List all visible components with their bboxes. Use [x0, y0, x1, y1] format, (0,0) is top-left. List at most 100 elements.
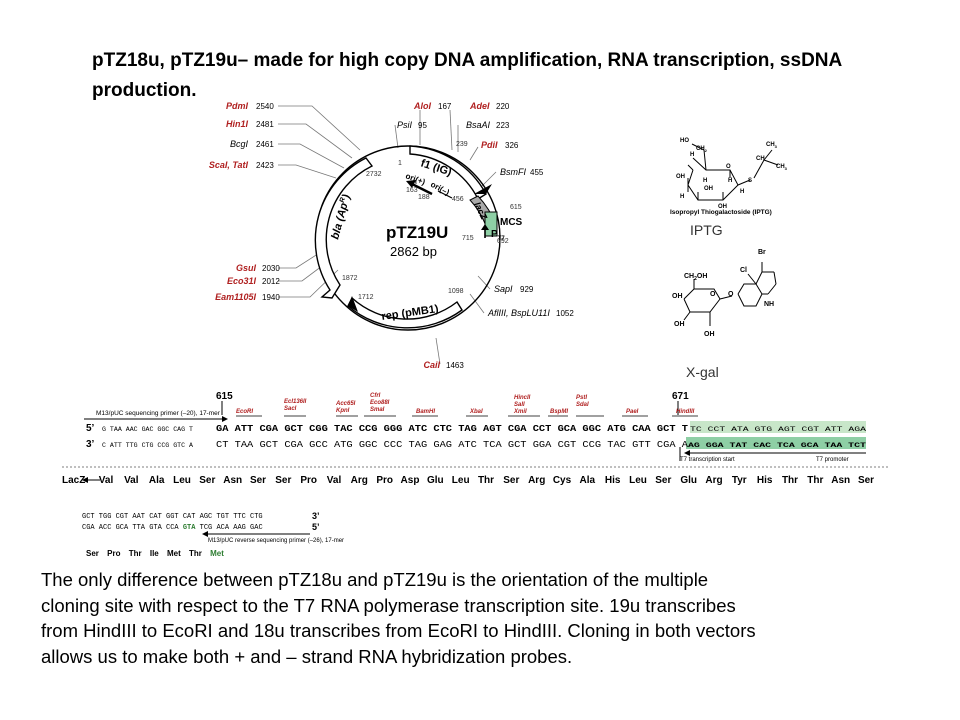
lower-line1-end: 3’ [312, 511, 320, 521]
iptg-ch3-top: CH3 [766, 142, 778, 149]
title-line-1: pTZ18u, pTZ19u– made for high copy DNA a… [92, 50, 843, 71]
site-eam1105i: Eam1105I [215, 292, 256, 302]
iptg-structure: HO CH2 O S CH3 CH CH3 H OH H H OH H H OH… [670, 138, 788, 216]
pos-715: 715 [462, 235, 474, 242]
bla-arc [314, 157, 374, 299]
site-pdii: PdiI [481, 140, 498, 150]
pos-239: 239 [456, 141, 468, 148]
mcs-pos-671: 671 [672, 391, 689, 402]
site-bcgi: BcgI [230, 139, 249, 149]
site-bsmfi: BsmFI [500, 167, 526, 177]
lower-aa-row: Ser Pro Thr Ile Met Thr Met [86, 549, 224, 558]
iptg-h5: H [680, 194, 684, 200]
site-scai: ScaI, TatI [209, 160, 249, 170]
site-afliii-pos: 1052 [556, 309, 574, 318]
pos-1098: 1098 [448, 288, 464, 295]
iptg-o-ring: O [726, 164, 731, 170]
amino-acid: Ser [250, 475, 266, 486]
amino-acid: His [605, 475, 621, 486]
explanation-line-4: allows us to make both + and – strand RN… [41, 645, 573, 667]
aa-lacz-label: LacZ [62, 475, 85, 486]
site-psii-pos: 95 [418, 121, 427, 130]
mcs-enzyme-bspmi: BspMI [550, 409, 568, 415]
explanation-line-1: The only difference between pTZ18u and p… [41, 569, 709, 590]
amino-acid: Glu [427, 475, 444, 486]
amino-acid: Arg [705, 475, 722, 486]
site-gsui-pos: 2030 [262, 264, 280, 273]
plasmid-name: pTZ19U [386, 223, 448, 242]
site-gsui: GsuI [236, 263, 257, 273]
strand5-mcs: GA ATT CGA GCT CGG TAC CCG GGG ATC CTC T… [216, 423, 689, 434]
site-pdmi: PdmI [226, 101, 249, 111]
xgal-o-link: O [728, 291, 734, 298]
slide-title: pTZ18u, pTZ19u– made for high copy DNA a… [92, 46, 932, 106]
mcs-pos-615: 615 [216, 391, 233, 402]
site-eco31i-pos: 2012 [262, 277, 280, 286]
iptg-ch: CH [756, 156, 765, 162]
amino-acid: Val [327, 475, 342, 486]
xgal-nh: NH [764, 301, 774, 308]
pos-692: 692 [497, 238, 509, 245]
site-bsaai-pos: 223 [496, 121, 510, 130]
site-bcgi-pos: 2461 [256, 140, 274, 149]
amino-acid: Arg [528, 475, 545, 486]
xgal-structure: Br Cl CH2OH OH O O OH NH OH [672, 249, 777, 338]
xgal-oh1: OH [672, 293, 683, 300]
xgal-cl: Cl [740, 267, 747, 274]
site-eco31i: Eco31I [227, 276, 257, 286]
iptg-h1: H [690, 152, 694, 158]
primer-top-label: M13/pUC sequencing primer (–20), 17-mer [96, 410, 221, 417]
iptg-ch2: CH2 [696, 146, 708, 153]
t7-promoter-label: T7 promoter [816, 457, 849, 463]
strand5-lead: G TAA AAC GAC GGC CAG T [102, 426, 193, 433]
iptg-h4: H [740, 189, 744, 195]
amino-acid: Glu [680, 475, 697, 486]
amino-acid: Leu [452, 475, 470, 486]
amino-acid: Leu [629, 475, 647, 486]
amino-acid: Asp [401, 475, 420, 486]
amino-acid: Cys [553, 475, 572, 486]
lower-line2-end: 5’ [312, 522, 320, 532]
mcs-enzyme-hindiii: HindIII [676, 409, 695, 415]
iptg-ho: HO [680, 138, 689, 144]
pos-615: 615 [510, 204, 522, 211]
iptg-oh1: OH [676, 174, 685, 180]
amino-acid: Ser [275, 475, 291, 486]
site-sapi: SapI [494, 284, 513, 294]
xgal-ch2oh: CH2OH [684, 273, 707, 282]
pos-1: 1 [398, 160, 402, 167]
amino-acid: His [757, 475, 773, 486]
site-adei-pos: 220 [496, 102, 510, 111]
mcs-enzyme-ecori: EcoRI [236, 409, 253, 415]
site-bsaai: BsaAI [466, 120, 491, 130]
amino-acid: Ala [580, 475, 596, 486]
site-hin1i: Hin1I [226, 119, 249, 129]
amino-acid: Thr [807, 475, 823, 486]
site-scai-pos: 2423 [256, 161, 274, 170]
xgal-o-ring: O [710, 291, 716, 298]
site-eam1105i-pos: 1940 [262, 293, 280, 302]
amino-acid: Ser [199, 475, 215, 486]
amino-acid: Thr [478, 475, 494, 486]
iptg-oh3: OH [718, 204, 727, 210]
site-hin1i-pos: 2481 [256, 120, 274, 129]
pos-1872: 1872 [342, 275, 358, 282]
lower-line1: GCT TGG CGT AAT CAT GGT CAT AGC TGT TTC … [82, 513, 263, 521]
amino-acid: Arg [351, 475, 368, 486]
iptg-ch3-right: CH3 [776, 164, 788, 171]
amino-acid: Val [99, 475, 114, 486]
mcs-enzyme-xbai: XbaI [469, 409, 483, 415]
amino-acid: Tyr [732, 475, 747, 486]
site-adei: AdeI [469, 101, 490, 111]
xgal-br: Br [758, 249, 766, 256]
amino-acid: Thr [782, 475, 798, 486]
site-afliii: AflIII, BspLU11I [487, 308, 550, 318]
xgal-label: X-gal [686, 364, 719, 380]
amino-acid: Pro [300, 475, 317, 486]
iptg-h3: H [728, 178, 732, 184]
pos-456: 456 [452, 196, 464, 203]
site-pdii-pos: 326 [505, 141, 519, 150]
mcs-enzyme-bamhi: BamHI [416, 409, 435, 415]
